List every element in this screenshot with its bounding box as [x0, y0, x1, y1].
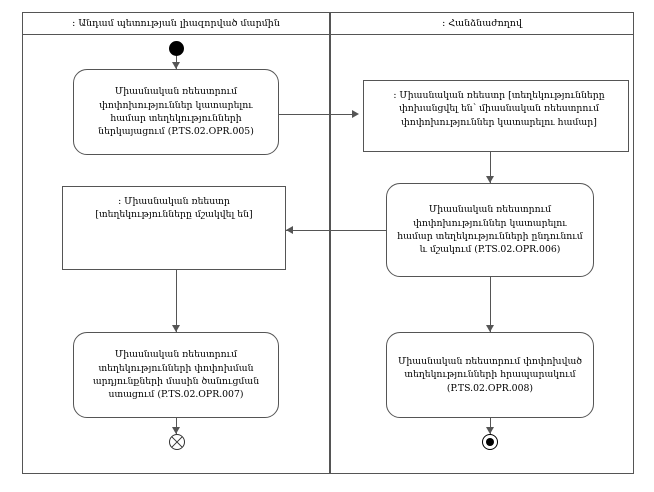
edge-left-action-2-to-flow-final [176, 418, 177, 434]
activity-final-node [482, 434, 498, 450]
edge-left-action-1-to-right-object-1 [279, 114, 356, 115]
action-node-left-2[interactable]: Միասնական ռեեստրում տեղեկությունների փոփ… [73, 332, 279, 418]
object-node-left-1[interactable]: : Միասնական ռեեստր [տեղեկությունները մշա… [62, 186, 286, 270]
action-node-right-2-label: Միասնական ռեեստրում փոփոխված տեղեկությու… [398, 355, 582, 394]
swimlane-header-right: : Հանձնաժողով [330, 12, 634, 34]
action-node-right-1[interactable]: Միասնական ռեեստրում փոփոխություններ կատա… [386, 183, 594, 277]
swimlane-title-right: : Հանձնաժողով [442, 18, 522, 29]
action-node-left-2-label: Միասնական ռեեստրում տեղեկությունների փոփ… [92, 349, 260, 401]
swimlane-title-left: : Անդամ պետության լիազորված մարմին [72, 18, 280, 29]
arrowhead-left-action-1-to-right-object-1 [352, 110, 359, 118]
swimlane-header-left: : Անդամ պետության լիազորված մարմին [22, 12, 330, 34]
edge-right-action-1-to-left-object-1 [286, 230, 386, 231]
arrowhead-right-action-2-to-final [486, 427, 494, 434]
arrowhead-right-object-1-to-right-action-1 [486, 176, 494, 183]
arrowhead-right-action-1-to-right-action-2 [486, 325, 494, 332]
arrowhead-start-to-left-action-1 [172, 62, 180, 69]
action-node-left-1[interactable]: Միասնական ռեեստրում փոփոխություններ կատա… [73, 69, 279, 155]
edge-right-action-2-to-final [490, 418, 491, 434]
action-node-left-1-label: Միասնական ռեեստրում փոփոխություններ կատա… [98, 86, 254, 138]
object-node-right-1-label: : Միասնական ռեեստր [տեղեկությունները փոխ… [393, 90, 605, 128]
arrowhead-right-action-1-to-left-object-1 [286, 226, 293, 234]
action-node-right-1-label: Միասնական ռեեստրում փոփոխություններ կատա… [397, 204, 583, 256]
arrowhead-left-action-2-to-flow-final [172, 427, 180, 434]
edge-right-action-1-to-right-action-2 [490, 277, 491, 332]
edge-left-object-1-to-left-action-2 [176, 270, 177, 332]
object-node-left-1-label: : Միասնական ռեեստր [տեղեկությունները մշա… [95, 196, 253, 221]
arrowhead-left-object-1-to-left-action-2 [172, 325, 180, 332]
initial-node [169, 41, 184, 56]
flow-final-node [169, 434, 185, 450]
edge-right-object-1-to-right-action-1 [490, 152, 491, 183]
action-node-right-2[interactable]: Միասնական ռեեստրում փոփոխված տեղեկությու… [386, 332, 594, 418]
object-node-right-1[interactable]: : Միասնական ռեեստր [տեղեկությունները փոխ… [363, 80, 629, 152]
